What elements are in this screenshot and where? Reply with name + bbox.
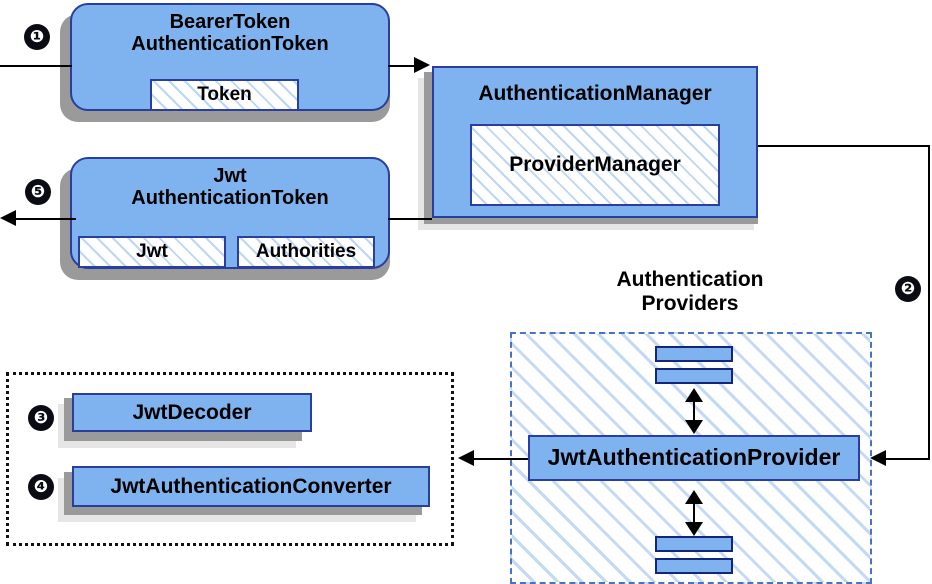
arrowhead-provider-to-support xyxy=(458,450,474,466)
provider-placeholder-bar-bottom-1 xyxy=(655,536,733,552)
jwt-authentication-provider-label: JwtAuthenticationProvider xyxy=(547,444,841,471)
arrowhead-provider-up-down xyxy=(685,420,703,434)
jwt-token-title-line2: AuthenticationToken xyxy=(131,187,329,210)
authentication-providers-caption: Authentication Providers xyxy=(560,268,820,316)
connector-manager-right xyxy=(758,145,930,147)
connector-request-in xyxy=(0,65,72,67)
connector-provider-down xyxy=(693,494,695,532)
arrowhead-into-provider xyxy=(870,450,886,466)
arrowhead-provider-up xyxy=(685,388,703,402)
authentication-manager-label: AuthenticationManager xyxy=(478,82,712,105)
step-bullet-1: ❶ xyxy=(24,24,50,50)
provider-placeholder-bar-bottom-2 xyxy=(655,558,733,574)
jwt-authentication-provider-box[interactable]: JwtAuthenticationProvider xyxy=(528,435,860,481)
arrowhead-provider-down-up xyxy=(685,490,703,504)
connector-provider-to-support xyxy=(472,458,528,460)
jwt-authentication-converter-box[interactable]: JwtAuthenticationConverter xyxy=(72,466,430,507)
provider-manager-label: ProviderManager xyxy=(509,153,681,176)
jwt-token-inner-jwt-label: Jwt xyxy=(136,241,168,262)
connector-into-provider xyxy=(874,458,930,460)
bearer-token-inner-label: Token xyxy=(197,84,252,105)
provider-placeholder-bar-top-1 xyxy=(655,346,733,362)
connector-manager-down xyxy=(928,145,930,460)
bearer-token-title-line2: AuthenticationToken xyxy=(131,33,329,56)
bearer-token-title-line1: BearerToken xyxy=(169,11,291,33)
authentication-providers-caption-line2: Providers xyxy=(641,292,739,316)
provider-manager-box[interactable]: ProviderManager xyxy=(470,124,720,206)
arrowhead-response-out xyxy=(0,210,16,226)
jwt-authentication-converter-label: JwtAuthenticationConverter xyxy=(110,474,392,498)
authentication-providers-caption-line1: Authentication xyxy=(616,268,764,291)
jwt-decoder-label: JwtDecoder xyxy=(132,400,252,424)
jwt-authentication-token-box[interactable]: Jwt AuthenticationToken xyxy=(70,157,390,269)
jwt-token-inner-authorities-label: Authorities xyxy=(255,241,357,262)
jwt-decoder-box[interactable]: JwtDecoder xyxy=(72,393,312,432)
provider-placeholder-bar-top-2 xyxy=(655,368,733,384)
bearer-token-inner-token-box[interactable]: Token xyxy=(150,79,299,111)
jwt-token-title-line1: Jwt xyxy=(213,165,247,187)
arrowhead-provider-down xyxy=(685,522,703,536)
step-bullet-4: ❹ xyxy=(28,474,54,500)
jwt-support-zone xyxy=(6,372,454,546)
jwt-token-inner-authorities-box[interactable]: Authorities xyxy=(237,236,375,268)
connector-provider-up xyxy=(693,392,695,430)
arrowhead-bearer-to-manager xyxy=(414,57,430,73)
step-bullet-2: ❷ xyxy=(895,276,921,302)
connector-manager-to-jwt-token xyxy=(388,218,432,220)
connector-bearer-to-manager xyxy=(388,65,422,67)
step-bullet-3: ❸ xyxy=(28,405,54,431)
step-bullet-5: ❺ xyxy=(25,179,51,205)
jwt-token-inner-jwt-box[interactable]: Jwt xyxy=(78,236,226,268)
connector-response-out xyxy=(14,218,76,220)
